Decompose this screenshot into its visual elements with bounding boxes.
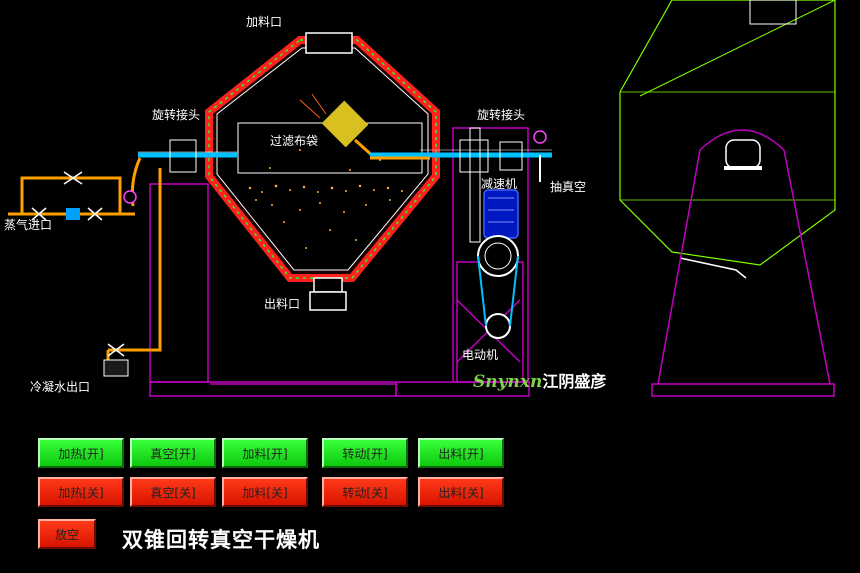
feed-off-button[interactable]: 加料[关] — [222, 477, 308, 507]
discharge-off-button[interactable]: 出料[关] — [418, 477, 504, 507]
company-logo: Snynxn江阴盛彦 — [473, 368, 606, 392]
rotary-joint-right-label: 旋转接头 — [477, 108, 526, 122]
logo-en: Snynxn — [473, 372, 543, 392]
feed-on-button[interactable]: 加料[开] — [222, 438, 308, 468]
feed-port-label: 加料口 — [246, 15, 283, 29]
reducer-label: 减速机 — [481, 177, 518, 191]
condensate-outlet-label: 冷凝水出口 — [30, 380, 91, 394]
shaft-and-pipes — [8, 127, 552, 377]
motor-label: 电动机 — [462, 348, 499, 362]
vacuum-pump-label: 抽真空 — [550, 180, 587, 194]
heat-on-button[interactable]: 加热[开] — [38, 438, 124, 468]
vacuum-on-button[interactable]: 真空[开] — [130, 438, 216, 468]
right-support-frame — [395, 127, 530, 397]
discharge-on-button[interactable]: 出料[开] — [418, 438, 504, 468]
side-view-vessel — [619, 0, 836, 397]
rotate-on-button[interactable]: 转动[开] — [322, 438, 408, 468]
double-cone-vessel — [205, 32, 440, 311]
rotate-off-button[interactable]: 转动[关] — [322, 477, 408, 507]
vent-button[interactable]: 放空 — [38, 519, 96, 549]
logo-cn: 江阴盛彦 — [542, 372, 607, 391]
rotary-joint-left-label: 旋转接头 — [152, 108, 201, 122]
page-title: 双锥回转真空干燥机 — [122, 528, 320, 552]
vacuum-off-button[interactable]: 真空[关] — [130, 477, 216, 507]
steam-inlet-label: 蒸气进口 — [4, 218, 53, 232]
material-particles — [248, 149, 403, 249]
heat-off-button[interactable]: 加热[关] — [38, 477, 124, 507]
filter-bag-label: 过滤布袋 — [270, 134, 319, 148]
discharge-port-label: 出料口 — [264, 297, 301, 311]
